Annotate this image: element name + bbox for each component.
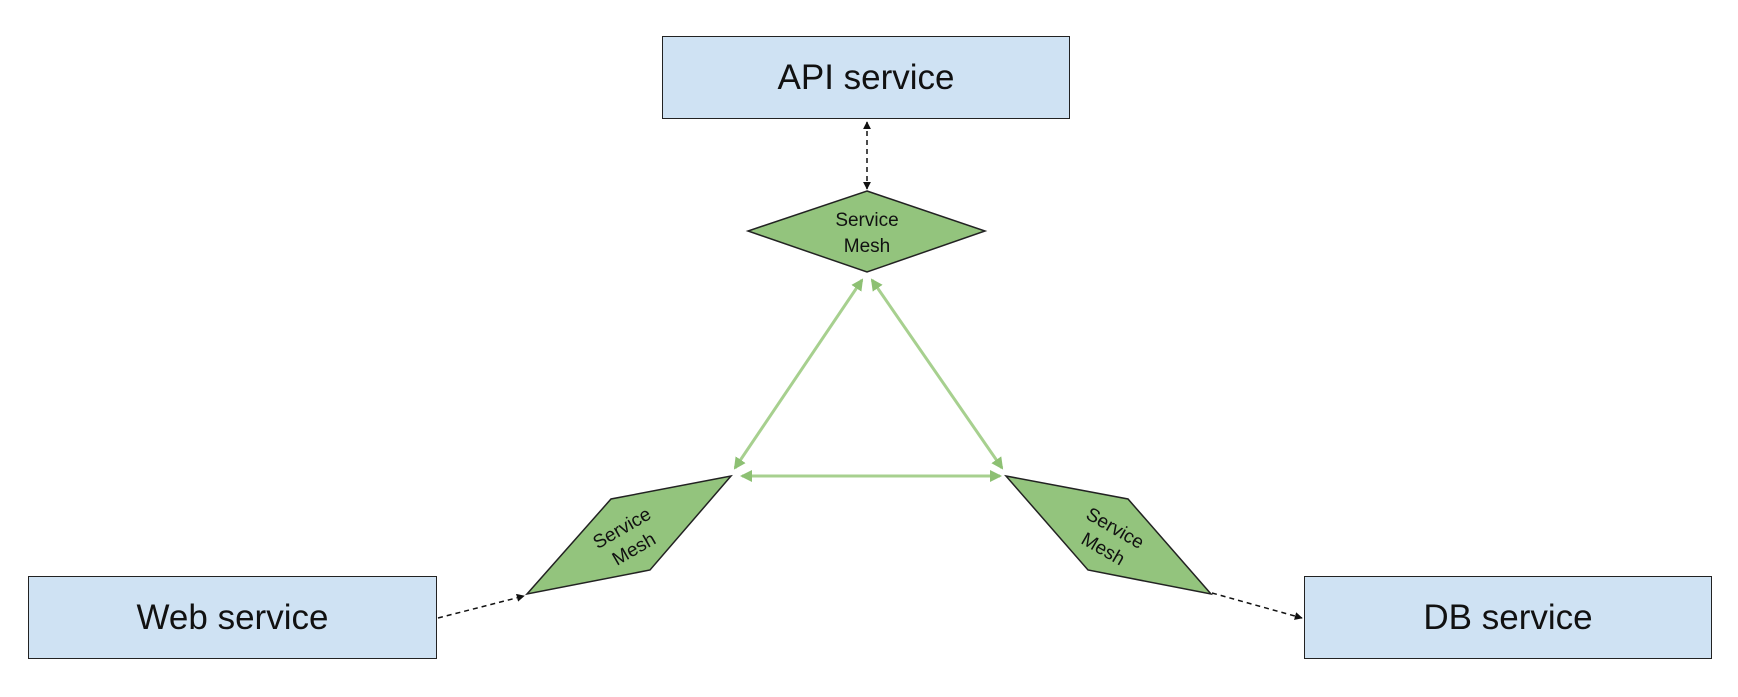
web-service-label: Web service (136, 597, 329, 637)
api-service-box: API service (662, 36, 1070, 119)
mesh-link-top-right (870, 278, 1004, 470)
db-service-label: DB service (1423, 597, 1593, 637)
web-to-mesh-connector (437, 593, 525, 619)
service-mesh-left: Service Mesh (524, 474, 733, 596)
service-mesh-top-label-2: Mesh (844, 236, 890, 257)
db-service-box: DB service (1304, 576, 1712, 659)
web-service-box: Web service (28, 576, 437, 659)
service-mesh-top-label-1: Service (835, 210, 898, 231)
api-service-label: API service (777, 57, 955, 97)
mesh-to-db-connector (1211, 592, 1303, 620)
mesh-link-top-left (733, 278, 864, 470)
service-mesh-top: Service Mesh (745, 190, 988, 273)
service-mesh-right: Service Mesh (1004, 474, 1214, 596)
